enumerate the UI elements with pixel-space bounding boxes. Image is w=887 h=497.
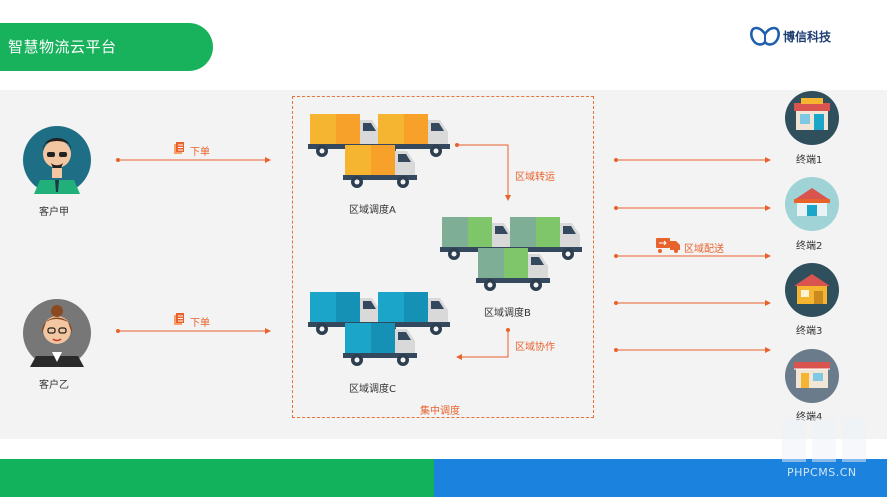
customer-b-label: 客户乙: [39, 380, 69, 391]
footer-blue-bar: [434, 459, 887, 497]
truck-group-c-icon: [308, 292, 450, 366]
terminal-4-market-icon: [785, 349, 839, 403]
terminal-4-label: 终端4: [796, 412, 823, 423]
terminal-1-label: 终端1: [796, 155, 823, 166]
dispatch-c-label: 区域调度C: [349, 384, 396, 395]
delivery-arrows: [614, 157, 771, 353]
customer-b-avatar: [23, 299, 91, 367]
order-label-b: 下单: [190, 318, 210, 329]
collab-label: 区域协作: [515, 342, 555, 353]
customer-a-label: 客户甲: [39, 207, 69, 218]
central-dispatch-box: [292, 96, 594, 418]
order-doc-icon: [173, 141, 185, 155]
transfer-label: 区域转运: [515, 172, 555, 183]
central-dispatch-label: 集中调度: [420, 406, 460, 417]
order-label-a: 下单: [190, 147, 210, 158]
page-title: 智慧物流云平台: [8, 38, 117, 56]
terminal-3-label: 终端3: [796, 326, 823, 337]
terminal-2-store-icon: [785, 177, 839, 231]
header-tab: [0, 23, 213, 71]
watermark-logo-icon: [782, 418, 866, 462]
brand-logo-icon: [750, 26, 780, 46]
footer-green-bar: [0, 459, 434, 497]
delivery-label: 区域配送: [684, 244, 724, 255]
terminal-2-label: 终端2: [796, 241, 823, 252]
watermark-text: PHPCMS.CN: [787, 466, 857, 479]
terminal-1-shop-icon: [785, 91, 839, 145]
customer-a-avatar: [23, 126, 91, 194]
brand-name: 博信科技: [783, 30, 832, 44]
order-doc-icon: [173, 312, 185, 326]
dispatch-a-label: 区域调度A: [349, 205, 396, 216]
truck-group-b-icon: [440, 217, 582, 291]
transfer-arrow: [457, 144, 511, 201]
collab-arrow: [456, 330, 509, 360]
terminal-3-house-icon: [785, 263, 839, 317]
truck-group-a-icon: [308, 114, 450, 188]
dispatch-b-label: 区域调度B: [484, 308, 531, 319]
delivery-truck-icon: [656, 238, 680, 253]
